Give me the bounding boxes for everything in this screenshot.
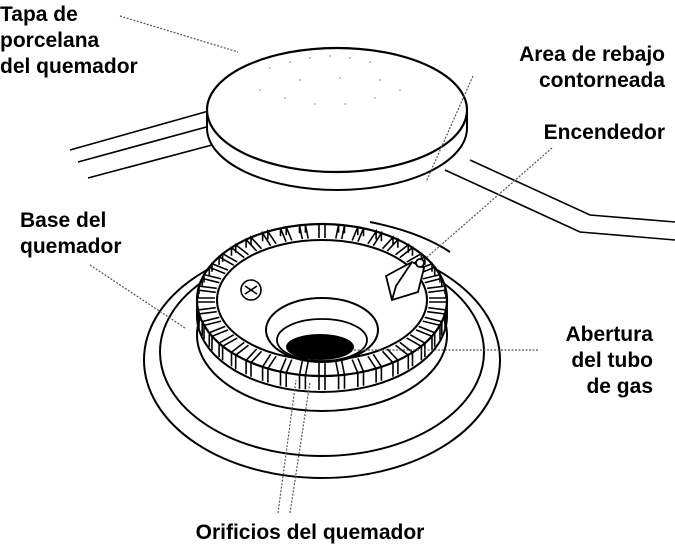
burner-port-slot	[245, 348, 263, 377]
label-line: Orificios del quemador	[195, 521, 425, 544]
gas-tube-opening	[265, 297, 379, 363]
burner-port-slot	[395, 341, 414, 370]
label-contoured-recess: Area de rebajo contorneada	[519, 42, 665, 94]
burner-port-slot	[218, 252, 238, 266]
burner-port-slot	[367, 228, 383, 247]
burner-port-slot	[298, 224, 309, 240]
burner-port-slot	[335, 360, 346, 390]
burner-port-slot	[208, 325, 229, 351]
burner-port-slot	[196, 297, 215, 316]
burner-port-slot	[351, 357, 365, 387]
porcelain-burner-cap	[205, 46, 469, 191]
burner-port-slot	[422, 316, 443, 340]
burner-port-slot	[427, 285, 447, 299]
label-igniter: Encendedor	[544, 120, 665, 146]
burner-port-slot	[245, 235, 263, 252]
screw-icon	[240, 279, 262, 301]
burner-port-slot	[197, 285, 217, 299]
burner-port-slot	[381, 235, 399, 252]
burner-port-slot	[261, 228, 277, 247]
burner-port-slot	[381, 348, 399, 377]
label-line: quemador	[20, 235, 122, 258]
label-line: del quemador	[0, 55, 138, 78]
label-burner-ports: Orificios del quemador	[140, 520, 480, 546]
burner-port-slot	[415, 325, 436, 351]
label-line: Base del	[20, 209, 107, 232]
label-gas-tube-opening: Abertura del tubo de gas	[565, 322, 653, 400]
label-line: Abertura	[565, 323, 653, 346]
label-line: del tubo	[571, 349, 653, 372]
label-burner-base: Base del quemador	[20, 208, 122, 260]
burner-port-slot	[351, 226, 365, 243]
burner-port-slot	[261, 353, 277, 383]
burner-port-slot	[335, 224, 346, 240]
label-burner-cap: Tapa de porcelana del quemador	[0, 2, 138, 80]
label-line: contorneada	[538, 69, 665, 92]
burner-port-slot	[298, 360, 309, 390]
leader-lines	[89, 15, 553, 514]
burner-port-slot	[395, 243, 414, 259]
burner-port-slot	[406, 334, 426, 361]
cooktop-surface	[69, 104, 675, 241]
burner-port-slot	[208, 262, 229, 276]
burner-port-slot	[197, 306, 217, 328]
burner-port-slot	[422, 273, 443, 287]
igniter-icon	[384, 258, 426, 302]
label-line: Tapa de	[0, 3, 78, 26]
burner-port-slot	[201, 273, 222, 287]
burner-port-slot	[279, 357, 293, 387]
burner-port-slot	[201, 316, 222, 340]
label-line: Area de rebajo	[519, 43, 665, 66]
burner-port-slot	[429, 297, 448, 310]
label-line: de gas	[586, 375, 653, 398]
burner-port-slot	[230, 341, 249, 370]
label-line: porcelana	[0, 29, 100, 52]
burner-port-slots	[196, 224, 448, 390]
burner-port-slot	[218, 334, 238, 361]
burner-port-slot	[279, 226, 293, 243]
burner-port-slot	[318, 224, 326, 238]
burner-port-slot	[427, 306, 447, 328]
label-line: Encendedor	[543, 121, 665, 144]
burner-port-slot	[367, 353, 383, 383]
burner-port-slot	[230, 243, 249, 259]
burner-port-slot	[318, 362, 326, 390]
